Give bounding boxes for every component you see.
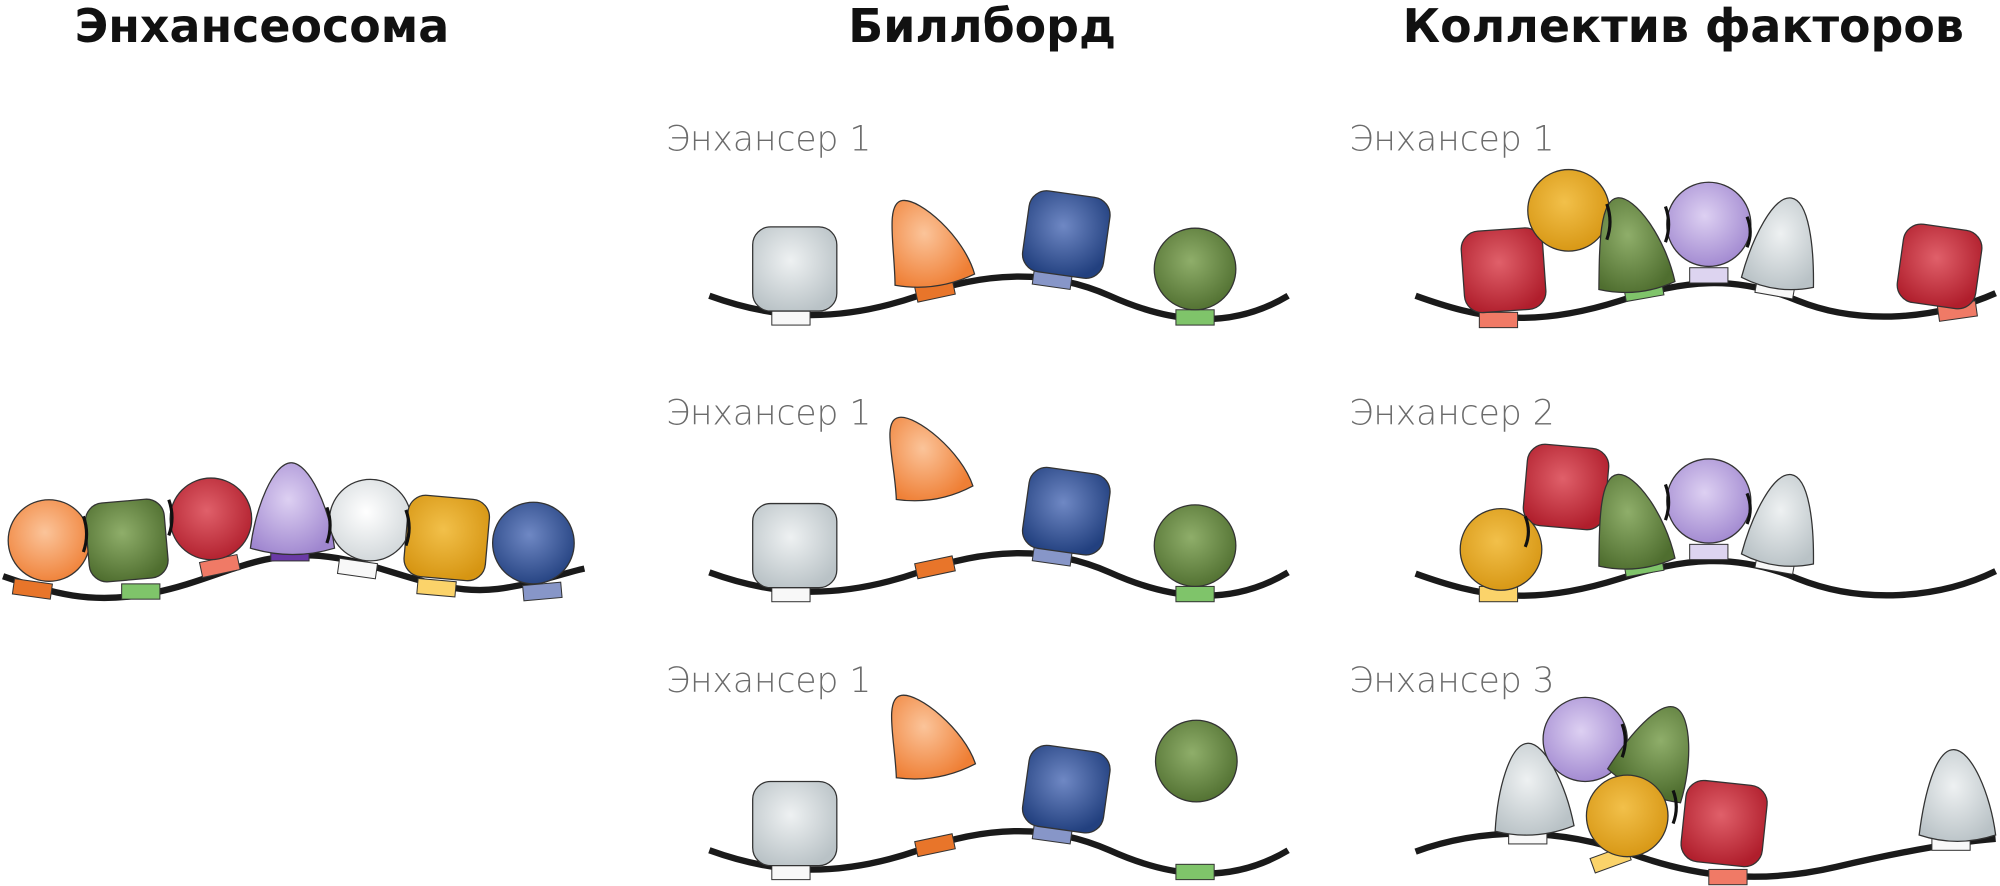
title-billboard: Биллборд (848, 0, 1116, 53)
factor-circle-white (328, 478, 412, 562)
factor-circle-gold (1459, 508, 1543, 591)
binding-site-white (336, 557, 379, 580)
factor-circle-red (169, 477, 253, 561)
billboard-row2-label: Энхансер 1 (666, 394, 871, 434)
binding-site-salmon (1478, 311, 1519, 329)
binding-site-white (771, 585, 811, 603)
factor-square-navy (1021, 190, 1111, 279)
factor-square-gold (403, 494, 491, 582)
contact-mark (1605, 203, 1612, 241)
binding-site-lavender (1689, 543, 1729, 561)
contact-mark (1663, 205, 1671, 243)
contact-mark (167, 499, 174, 536)
billboard-row1-label: Энхансер 1 (666, 119, 871, 159)
dna-enhanceosome (2, 552, 586, 602)
factor-circle-green (1154, 719, 1238, 803)
factor-circle-navy (491, 501, 575, 585)
collective-row2-label: Энхансер 2 (1349, 394, 1554, 434)
factor-square-red (1680, 779, 1768, 868)
contact-mark (404, 509, 411, 547)
factor-square-navy (1021, 744, 1111, 834)
factor-square-red (1522, 443, 1610, 531)
factor-square-green (84, 498, 169, 583)
binding-site-green (1175, 309, 1215, 326)
factor-triangle-orange (890, 694, 977, 780)
factor-triangle-orange (891, 199, 976, 288)
contact-mark (325, 506, 332, 544)
factor-square-grey (752, 226, 838, 312)
collective-row1-label: Энхансер 1 (1349, 119, 1554, 159)
factor-circle-gold (1527, 168, 1611, 252)
contact-mark (1671, 789, 1678, 825)
binding-site-green (121, 583, 161, 600)
binding-site-lavender (1689, 267, 1729, 284)
binding-site-white (771, 309, 811, 326)
binding-site-green (1175, 585, 1215, 603)
billboard-row3-label: Энхансер 1 (666, 661, 871, 701)
factor-triangle-orange (889, 416, 974, 502)
factor-circle-purple (1666, 181, 1752, 268)
contact-mark (1745, 216, 1752, 248)
factor-circle-orange (7, 499, 91, 582)
collective-row3-label: Энхансер 3 (1349, 661, 1554, 701)
factor-circle-green (1153, 504, 1237, 588)
factor-triangle-grey (1740, 197, 1815, 291)
binding-site-salmon (1708, 868, 1748, 886)
factor-circle-gold (1585, 774, 1669, 858)
contact-mark (1745, 492, 1752, 525)
factor-triangle-green (1598, 473, 1676, 570)
binding-site-orange (914, 833, 956, 858)
binding-site-blue (522, 581, 563, 602)
contact-mark (1523, 515, 1531, 548)
factor-circle-purple (1542, 696, 1628, 783)
factor-square-red (1460, 227, 1547, 314)
factor-square-grey (752, 502, 838, 589)
factor-circle-green (1153, 227, 1237, 311)
factor-square-red (1896, 223, 1983, 310)
binding-site-orange (914, 555, 956, 580)
contact-mark (1620, 723, 1627, 758)
factor-square-grey (752, 780, 838, 867)
binding-site-white (771, 863, 811, 881)
title-enhanceosome: Энхансеосома (75, 0, 450, 53)
factor-triangle-grey (1918, 748, 1997, 842)
title-collective: Коллектив факторов (1403, 0, 1964, 53)
factor-triangle-grey (1740, 474, 1815, 567)
factor-square-navy (1021, 466, 1111, 556)
contact-mark (81, 515, 89, 553)
binding-site-green (1175, 863, 1215, 881)
binding-site-orange (11, 578, 53, 600)
factor-triangle-purple (249, 462, 336, 556)
contact-mark (1663, 483, 1671, 521)
factor-circle-purple (1666, 458, 1752, 544)
factor-triangle-green (1598, 197, 1676, 294)
binding-site-yellow (416, 577, 457, 598)
